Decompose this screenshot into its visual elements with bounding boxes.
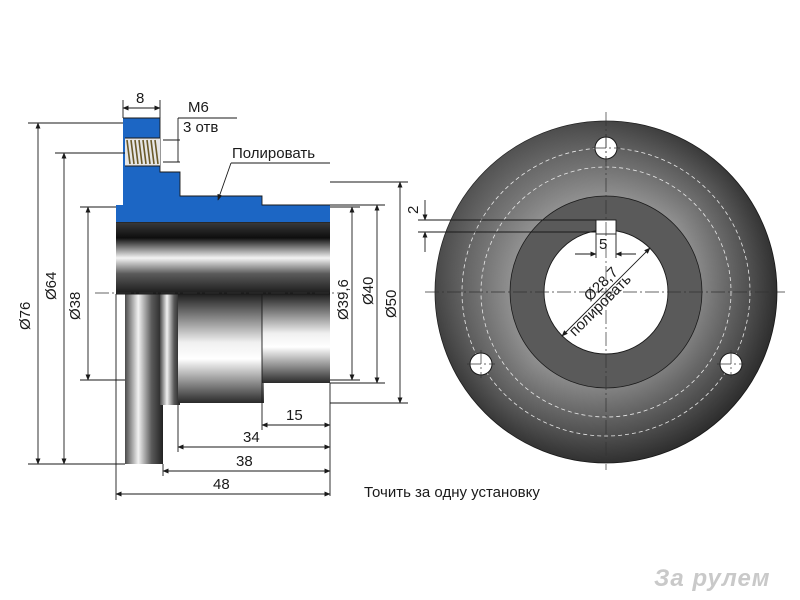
bore-cylinder [116, 222, 330, 294]
thread-label: М6 [188, 99, 209, 116]
dim-key-width: 5 [599, 236, 607, 253]
dim-d76: Ø76 [17, 302, 34, 330]
dim-15: 15 [286, 407, 303, 424]
dim-38: 38 [236, 453, 253, 470]
thread-line [134, 139, 139, 165]
dim-d38: Ø38 [67, 292, 84, 320]
dim-d50: Ø50 [383, 290, 400, 318]
thread-line [146, 139, 151, 165]
hub-step-upper [262, 293, 330, 383]
side-dimensions: 8 М6 3 отв Полировать Ø76 Ø64 Ø38 Ø39,6 [17, 90, 408, 500]
dim-8: 8 [136, 90, 144, 107]
thread-line [150, 139, 155, 165]
thread-line [130, 139, 135, 165]
holes-label: 3 отв [183, 119, 218, 136]
thread-line [126, 139, 131, 165]
threaded-hole [125, 137, 160, 167]
dim-key-depth: 2 [405, 206, 422, 214]
polish-label: Полировать [232, 145, 315, 162]
thread-line [138, 139, 143, 165]
side-view [95, 117, 340, 464]
dim-48: 48 [213, 476, 230, 493]
dim-d64: Ø64 [43, 272, 60, 300]
flange-shoulder [160, 293, 180, 405]
dim-d40: Ø40 [360, 277, 377, 305]
machining-note: Точить за одну установку [364, 484, 540, 501]
publisher-logo: За рулем [654, 565, 771, 592]
thread-line [154, 139, 159, 165]
section-fill [116, 118, 330, 222]
thread-line [142, 139, 147, 165]
dim-d39-6: Ø39,6 [335, 279, 352, 320]
hub-step-lower [178, 293, 264, 403]
dim-34: 34 [243, 429, 260, 446]
flange-body [125, 293, 163, 464]
